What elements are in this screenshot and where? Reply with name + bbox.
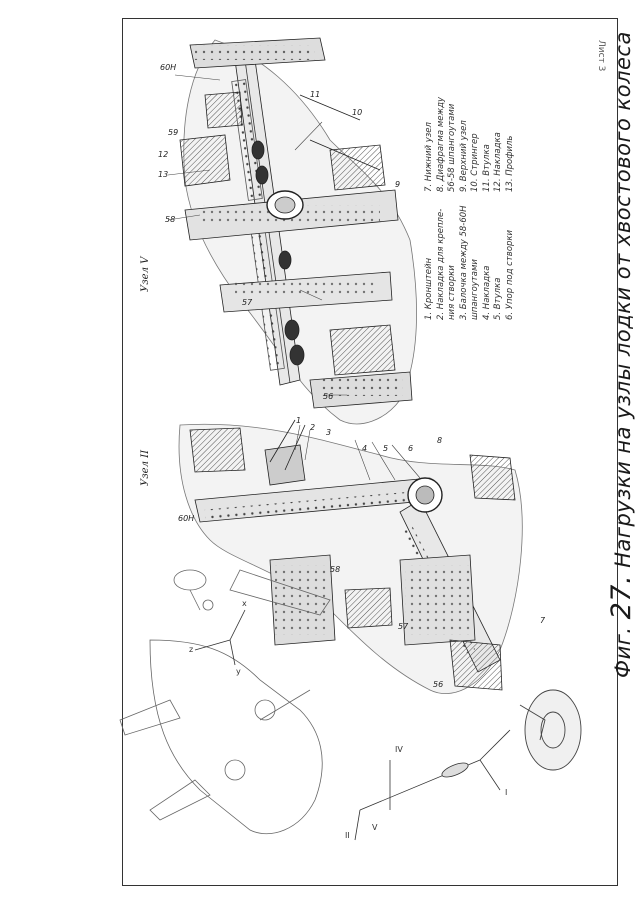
figure-title: Фиг. 27. Нагрузки на узлы лодки от хвост… bbox=[606, 31, 636, 678]
callout-59: 59 bbox=[168, 128, 179, 137]
tail-wheel bbox=[519, 689, 582, 771]
callout-60n-lower: 60Н bbox=[178, 514, 195, 523]
legend-right: 7. Нижний узел 8. Диафрагма между 56-58 … bbox=[424, 97, 516, 192]
legend-item: 1. Кронштейн bbox=[424, 257, 434, 320]
legend-item: 6. Упор под створки bbox=[504, 229, 515, 320]
callout-57-lower: 57 bbox=[398, 622, 409, 631]
callout-1: 1 bbox=[296, 416, 302, 425]
force-label-v: V bbox=[372, 823, 378, 832]
leader-lines bbox=[167, 74, 421, 481]
legend-item: 13. Профиль bbox=[504, 135, 515, 192]
callout-11: 11 bbox=[310, 90, 321, 99]
callout-58-lower: 58 bbox=[330, 565, 341, 574]
node-ii-label: Узел II bbox=[140, 449, 151, 486]
callout-9: 9 bbox=[395, 180, 401, 189]
legend-item: 3. Балочка между 58-60Н bbox=[458, 205, 469, 320]
figure-prefix: Фиг. bbox=[611, 626, 635, 678]
callout-3: 3 bbox=[326, 428, 332, 437]
drawing-frame bbox=[122, 18, 618, 886]
axis-sketch: x z y bbox=[189, 599, 247, 676]
legend-left: 1. Кронштейн 2. Накладка для крепле- ния… bbox=[424, 205, 516, 320]
legend-item: 12. Накладка bbox=[493, 132, 503, 192]
axis-label-x: x bbox=[242, 599, 247, 608]
axis-label-y: y bbox=[236, 667, 241, 676]
callout-7: 7 bbox=[540, 616, 546, 625]
callout-13: 13 bbox=[158, 170, 169, 179]
callout-60n-upper: 60Н bbox=[160, 63, 177, 72]
callout-2: 2 bbox=[310, 423, 316, 432]
force-label-ii: II bbox=[345, 831, 350, 840]
figure-title-text: Нагрузки на узлы лодки от хвостового кол… bbox=[611, 31, 635, 568]
node-ii-assembly bbox=[178, 419, 523, 694]
figure-number: 27. bbox=[606, 574, 636, 620]
legend-item: 10. Стрингер bbox=[470, 133, 480, 192]
aircraft-sketch bbox=[119, 569, 331, 834]
legend-item: 5. Втулка bbox=[493, 277, 503, 320]
legend-item: 2. Накладка для крепле- bbox=[435, 208, 446, 320]
callout-58-upper: 58 bbox=[165, 215, 176, 224]
legend-item: 11. Втулка bbox=[481, 144, 492, 192]
callout-8: 8 bbox=[437, 436, 443, 445]
callout-10: 10 bbox=[352, 108, 363, 117]
force-diagram: IV II V I bbox=[345, 729, 511, 841]
legend-item: шпангоутами bbox=[470, 259, 480, 320]
legend-item: 9. Верхний узел bbox=[458, 120, 469, 192]
callout-4: 4 bbox=[362, 444, 368, 453]
callout-56-upper: 56 bbox=[323, 392, 334, 401]
callout-57-upper: 57 bbox=[242, 298, 253, 307]
callout-56-lower: 56 bbox=[433, 680, 444, 689]
legend-item: 4. Накладка bbox=[481, 265, 492, 320]
force-label-i: I bbox=[505, 788, 507, 797]
force-label-iv: IV bbox=[395, 745, 403, 754]
legend-item: ния створки bbox=[447, 265, 457, 320]
node-v-label: Узел V bbox=[140, 256, 151, 292]
callout-6: 6 bbox=[408, 444, 414, 453]
callout-5: 5 bbox=[383, 444, 389, 453]
legend-item: 56-58 шпангоутами bbox=[447, 103, 457, 192]
callout-12: 12 bbox=[158, 150, 169, 159]
legend-item: 7. Нижний узел bbox=[424, 122, 434, 192]
axis-label-z: z bbox=[189, 645, 193, 654]
node-v-assembly bbox=[179, 37, 417, 425]
legend-item: 8. Диафрагма между bbox=[435, 96, 446, 192]
